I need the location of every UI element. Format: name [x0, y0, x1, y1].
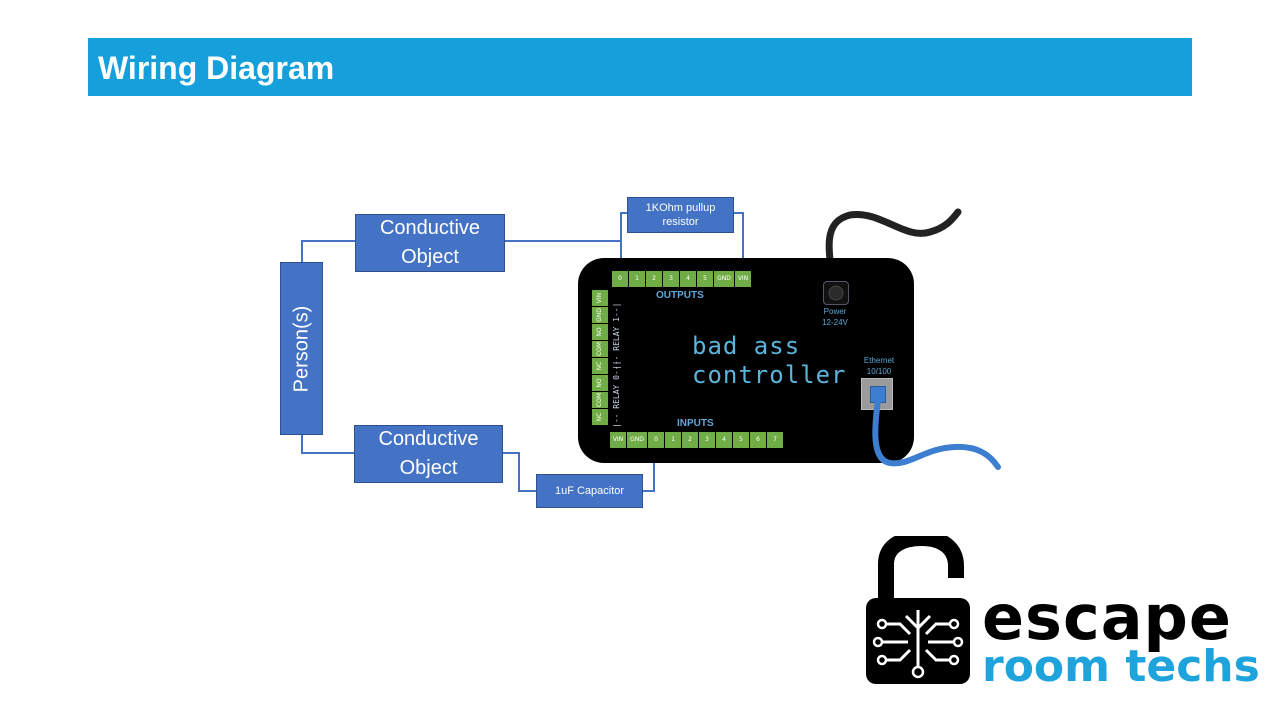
lock-shackle — [878, 536, 964, 602]
input-terminal: VIN — [610, 432, 626, 448]
power-label: Power 12-24V — [812, 306, 858, 328]
inputs-label: INPUTS — [677, 418, 714, 429]
output-terminal: 5 — [697, 271, 713, 287]
ethernet-label-line2: 10/100 — [866, 367, 892, 376]
logo-room-techs-text: room techs — [982, 641, 1260, 692]
resistor-line2: resistor — [662, 216, 699, 228]
ethernet-cable-path — [872, 397, 1001, 470]
resistor-box: 1KOhm pullup resistor — [627, 197, 734, 233]
wire-person-top-horizontal — [301, 240, 357, 242]
relay-terminal: GND — [592, 307, 608, 323]
wire-resistor-right-h — [732, 212, 743, 214]
wire-resistor-right — [742, 212, 744, 272]
ethernet-label-line1: Ethernet — [863, 356, 895, 365]
wire-object-to-output — [504, 240, 621, 242]
wire-cap-right — [641, 490, 655, 492]
controller-board — [578, 258, 914, 463]
wire-cap-left — [518, 490, 538, 492]
relay-terminal: NO — [592, 324, 608, 340]
conductive-object-bottom-line2: Object — [399, 457, 458, 479]
input-terminal: 7 — [767, 432, 783, 448]
input-terminal: 2 — [682, 432, 698, 448]
relay-terminal-block: NC COM NO NC COM NO GND VIN — [592, 290, 608, 426]
power-label-line1: Power — [823, 307, 847, 316]
resistor-line1: 1KOhm pullup — [645, 202, 716, 214]
person-box: Person(s) — [280, 262, 323, 435]
lock-circuit-logo-icon — [866, 536, 970, 684]
output-terminal: 1 — [629, 271, 645, 287]
wire-person-bottom-horizontal — [301, 452, 356, 454]
outputs-label: OUTPUTS — [656, 290, 704, 301]
conductive-object-top: Conductive Object — [355, 214, 505, 272]
relay-terminal: COM — [592, 392, 608, 408]
input-terminal: 0 — [648, 432, 664, 448]
capacitor-label: 1uF Capacitor — [554, 485, 625, 497]
capacitor-box: 1uF Capacitor — [536, 474, 643, 508]
input-terminal: 6 — [750, 432, 766, 448]
conductive-object-top-line1: Conductive — [379, 217, 481, 239]
input-terminal: 1 — [665, 432, 681, 448]
output-terminal-block: 0 1 2 3 4 5 GND VIN — [612, 271, 752, 287]
relay-terminal: NC — [592, 358, 608, 374]
input-terminal: 5 — [733, 432, 749, 448]
wire-object-to-cap-v — [518, 452, 520, 492]
input-terminal: GND — [627, 432, 647, 448]
power-plug — [828, 285, 844, 301]
wire-person-top-vertical — [301, 240, 303, 264]
power-cable-path — [825, 208, 962, 296]
ethernet-port — [861, 378, 893, 410]
wire-person-bottom-vertical — [301, 434, 303, 453]
conductive-object-top-line2: Object — [401, 246, 459, 268]
relay-terminal: NC — [592, 409, 608, 425]
wire-output0-down — [620, 240, 622, 272]
ethernet-label: Ethernet 10/100 — [856, 355, 902, 377]
output-terminal: VIN — [735, 271, 751, 287]
relay-terminal: VIN — [592, 290, 608, 306]
controller-brand-line1: bad ass — [692, 332, 801, 360]
logo-escape-text: escape — [982, 581, 1232, 654]
output-terminal: 3 — [663, 271, 679, 287]
wire-resistor-left-h — [620, 212, 630, 214]
wire-object-to-cap-h — [502, 452, 520, 454]
power-label-line2: 12-24V — [822, 318, 848, 327]
input-terminal: 3 — [699, 432, 715, 448]
output-terminal: 2 — [646, 271, 662, 287]
page-title: Wiring Diagram — [98, 50, 335, 86]
input-terminal-block: VIN GND 0 1 2 3 4 5 6 7 — [610, 432, 784, 448]
title-bar: Wiring Diagram — [88, 38, 1192, 96]
output-terminal: 4 — [680, 271, 696, 287]
relay-terminal: COM — [592, 341, 608, 357]
wire-resistor-left — [620, 212, 622, 242]
controller-brand-line2: controller — [692, 361, 847, 389]
wire-input0-up — [653, 446, 655, 492]
conductive-object-bottom-line1: Conductive — [378, 428, 479, 450]
input-terminal: 4 — [716, 432, 732, 448]
output-terminal: GND — [714, 271, 734, 287]
output-terminal: 0 — [612, 271, 628, 287]
conductive-object-bottom: Conductive Object — [354, 425, 503, 483]
relay-terminal: NO — [592, 375, 608, 391]
